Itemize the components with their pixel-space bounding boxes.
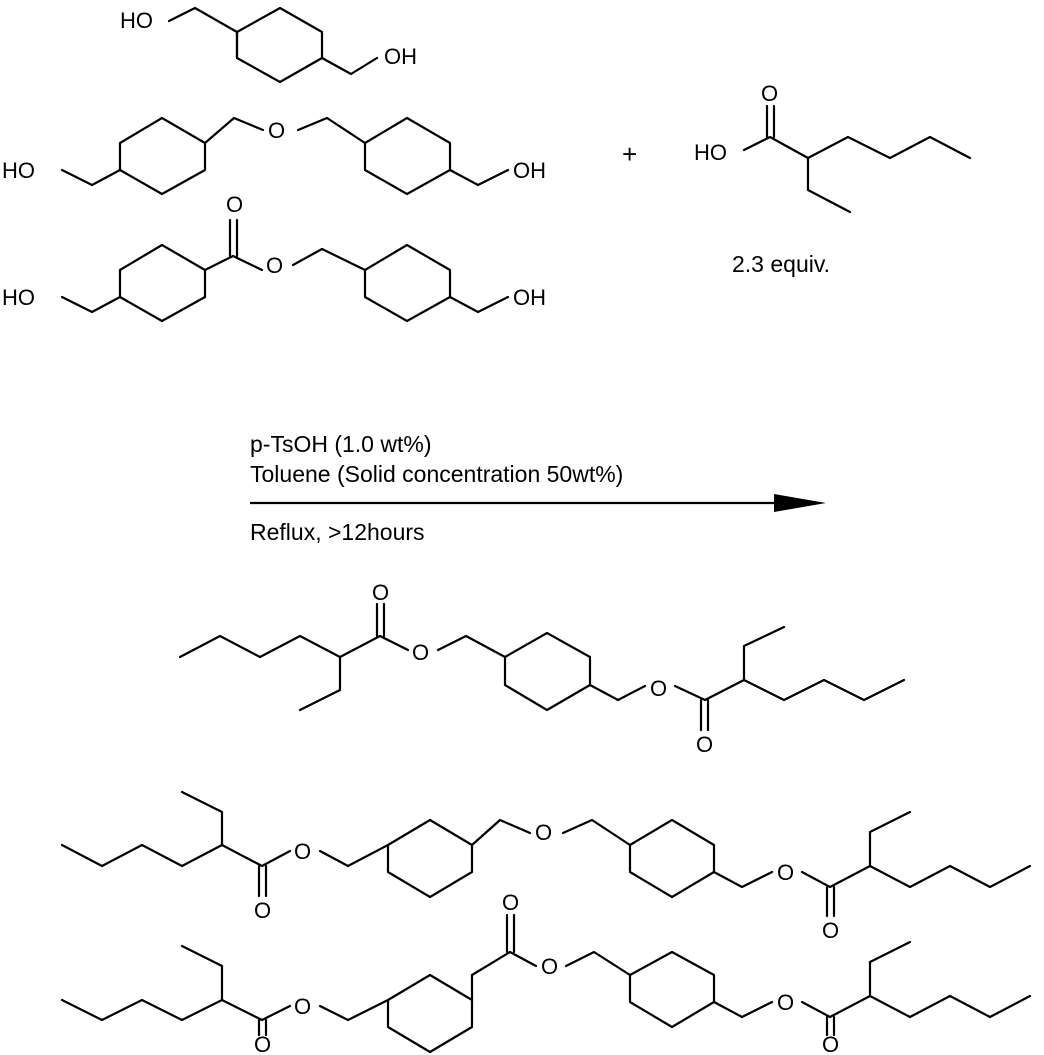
product-1-carbonyl-oxygen-right-label: O <box>696 732 713 757</box>
diol-2-ether-oxygen-label: O <box>268 118 285 143</box>
product-1-ester-oxygen-left-label: O <box>412 640 429 665</box>
acid-hydroxyl-label: HO <box>694 140 727 165</box>
reactant-2-ethylhexanoic-acid: HO O 2.3 equiv. <box>694 81 972 277</box>
product-diester-3: O O O O O O <box>60 890 1032 1055</box>
diol-3-carbonyl-oxygen-label: O <box>226 192 243 217</box>
reaction-conditions: p-TsOH (1.0 wt%) Toluene (Solid concentr… <box>250 431 826 545</box>
catalyst-label: p-TsOH (1.0 wt%) <box>250 431 431 457</box>
product-1-carbonyl-oxygen-left-label: O <box>372 580 389 605</box>
product-2-ether-oxygen-label: O <box>535 820 552 845</box>
plus-sign: + <box>622 139 637 169</box>
diol-1-left-hydroxyl-label: HO <box>120 8 153 33</box>
product-2-ester-oxygen-left-label: O <box>294 839 311 864</box>
product-3-carbonyl-oxygen-left-label: O <box>254 1032 271 1055</box>
product-1-ester-oxygen-right-label: O <box>650 676 667 701</box>
product-diester-2: O O O O O <box>60 790 1032 943</box>
diol-2-right-hydroxyl-label: OH <box>513 158 546 183</box>
product-diester-1: O O O O <box>178 580 906 757</box>
diol-3-right-hydroxyl-label: OH <box>513 285 546 310</box>
product-3-carbonyl-oxygen-right-label: O <box>822 1032 839 1055</box>
reactant-diol-3: HO O O OH <box>2 192 546 323</box>
product-3-ester-oxygen-right-label: O <box>777 990 794 1015</box>
reactant-diol-1: HO OH <box>120 6 417 84</box>
reaction-arrow-head <box>774 494 826 512</box>
product-3-ester-oxygen-left-label: O <box>294 994 311 1019</box>
reactant-diol-2: HO O OH <box>2 116 546 196</box>
acid-equivalents-label: 2.3 equiv. <box>732 251 830 277</box>
acid-carbonyl-oxygen-label: O <box>761 81 778 106</box>
temperature-time-label: Reflux, >12hours <box>250 519 425 545</box>
product-2-carbonyl-oxygen-right-label: O <box>822 918 839 943</box>
solvent-label: Toluene (Solid concentration 50wt%) <box>250 461 623 487</box>
product-2-carbonyl-oxygen-left-label: O <box>254 898 271 923</box>
diol-2-left-hydroxyl-label: HO <box>2 158 35 183</box>
product-3-core-ester-oxygen-label: O <box>541 954 558 979</box>
product-3-core-carbonyl-oxygen-label: O <box>502 890 519 915</box>
diol-3-left-hydroxyl-label: HO <box>2 285 35 310</box>
diol-1-right-hydroxyl-label: OH <box>384 44 417 69</box>
diol-3-ester-oxygen-label: O <box>266 253 283 278</box>
product-2-ester-oxygen-right-label: O <box>777 860 794 885</box>
